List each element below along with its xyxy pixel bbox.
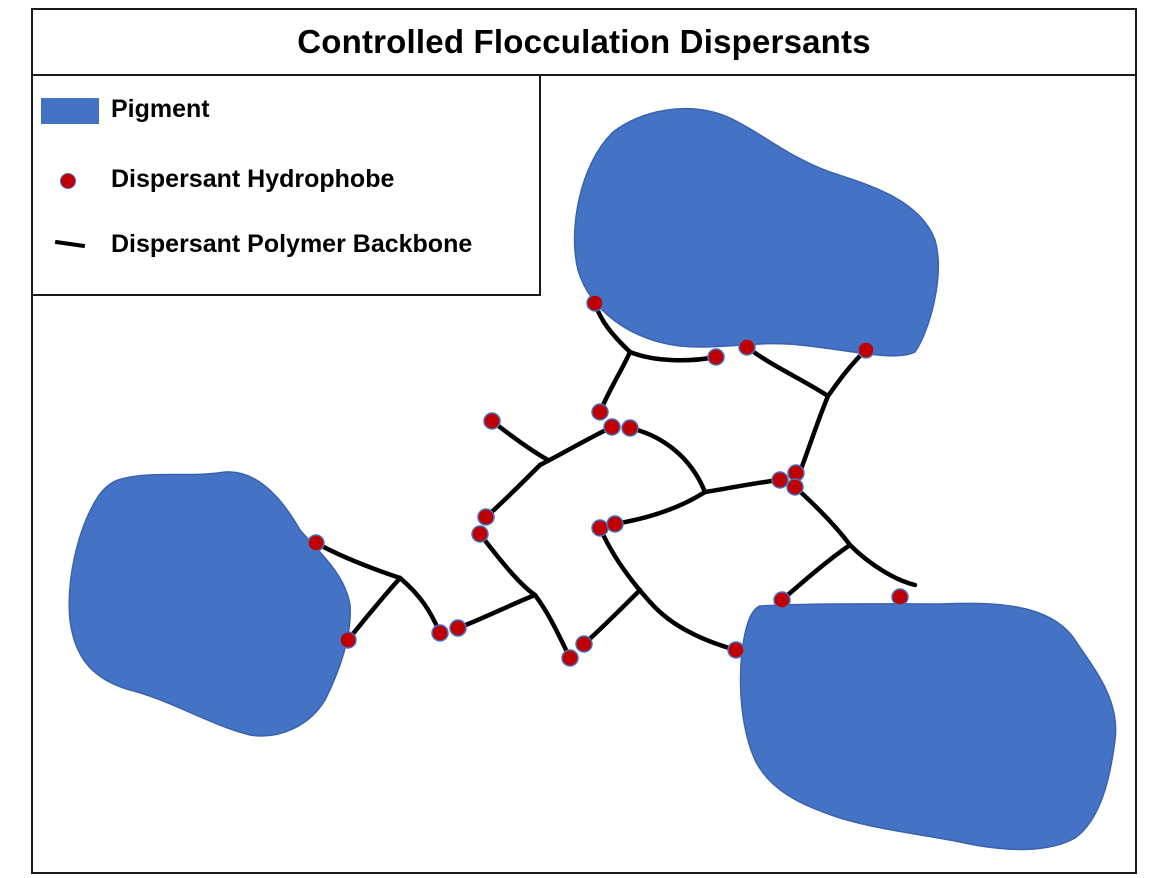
hydrophobe-dot: [773, 591, 791, 609]
hydrophobe-dot: [477, 508, 495, 526]
hydrophobe-dot: [561, 649, 579, 667]
legend-label-hydrophobe: Dispersant Hydrophobe: [111, 165, 395, 193]
hydrophobe-dot: [707, 348, 725, 366]
pigment-particle-left: [68, 471, 351, 737]
hydrophobe-dot: [339, 631, 357, 649]
hydrophobe-dot: [591, 519, 609, 537]
hydrophobe-dot: [606, 515, 624, 533]
legend-item-hydrophobe: Dispersant Hydrophobe: [111, 165, 394, 194]
hydrophobe-dot: [727, 641, 745, 659]
hydrophobe-dot: [891, 588, 909, 606]
legend-label-backbone: Dispersant Polymer Backbone: [111, 230, 473, 258]
hydrophobe-dot: [449, 619, 467, 637]
pigment-particle-top-right: [573, 108, 939, 357]
legend-item-pigment: Pigment: [111, 95, 210, 124]
hydrophobe-anchors: [307, 294, 909, 667]
hydrophobe-dot: [591, 403, 609, 421]
legend-item-backbone: Dispersant Polymer Backbone: [111, 230, 472, 259]
pigment-swatch-icon: [41, 98, 99, 124]
pigment-particle-bottom-right: [739, 602, 1117, 851]
hydrophobe-dot: [786, 478, 804, 496]
hydrophobe-dot: [603, 418, 621, 436]
diagram-title: Controlled Flocculation Dispersants: [297, 23, 871, 60]
hydrophobe-dot: [483, 412, 501, 430]
hydrophobe-dot: [771, 471, 789, 489]
hydrophobe-dot: [431, 624, 449, 642]
hydrophobe-dot: [621, 419, 639, 437]
legend: Pigment Dispersant Hydrophobe Dispersant…: [31, 74, 541, 296]
hydrophobe-swatch-icon: [60, 173, 76, 189]
hydrophobe-dot: [307, 534, 325, 552]
hydrophobe-dot: [471, 525, 489, 543]
hydrophobe-dot: [857, 341, 875, 359]
legend-label-pigment: Pigment: [111, 95, 210, 123]
hydrophobe-dot: [738, 338, 756, 356]
title-bar: Controlled Flocculation Dispersants: [31, 8, 1137, 76]
hydrophobe-dot: [586, 294, 604, 312]
backbone-swatch-icon: [54, 239, 86, 249]
hydrophobe-dot: [575, 635, 593, 653]
